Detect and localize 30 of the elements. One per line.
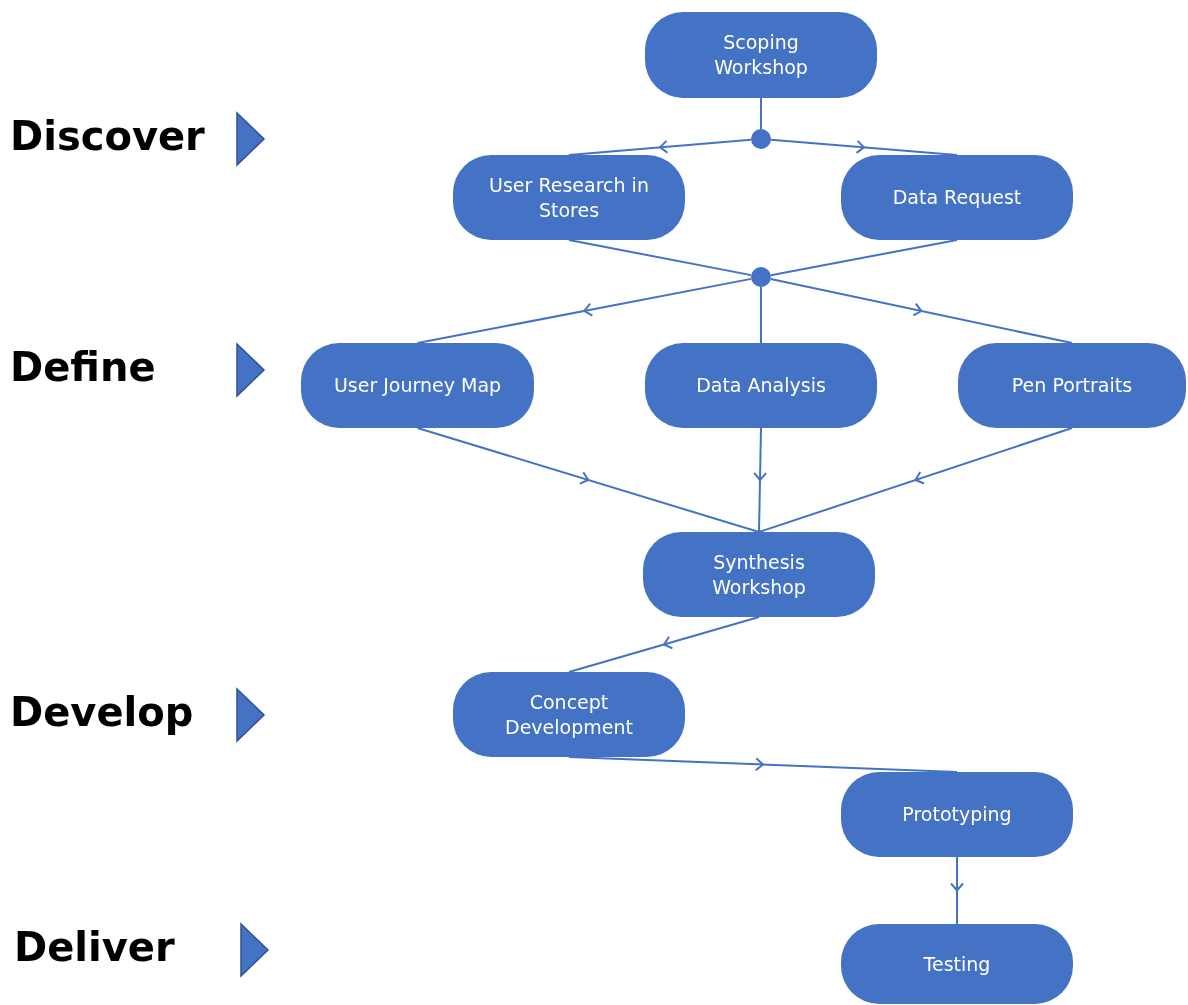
arrow (568, 138, 753, 156)
junction-dot (751, 129, 771, 149)
process-box: Data Analysis (645, 343, 877, 428)
process-box: Synthesis Workshop (643, 532, 875, 617)
process-box: Pen Portraits (958, 343, 1186, 428)
process-box: User Journey Map (301, 343, 534, 428)
phase-label: Deliver (14, 924, 175, 970)
arrow (568, 756, 958, 773)
connector-line (769, 239, 958, 277)
arrow (758, 427, 1073, 533)
process-box: Data Request (841, 155, 1073, 240)
arrow (769, 278, 1073, 344)
phase-label: Develop (10, 689, 194, 735)
process-box: Scoping Workshop (645, 12, 877, 98)
arrow (568, 616, 760, 673)
phase-label: Discover (10, 113, 205, 159)
junction-dot (751, 267, 771, 287)
connector-line (760, 97, 762, 130)
arrow (769, 138, 958, 156)
phase-label: Define (10, 344, 156, 390)
connector-line (760, 286, 762, 344)
arrow (416, 277, 753, 344)
process-box: User Research in Stores (453, 155, 685, 240)
process-box: Prototyping (841, 772, 1073, 857)
connector-line (568, 239, 753, 277)
arrow (416, 427, 760, 533)
process-box: Testing (841, 924, 1073, 1004)
arrow (950, 856, 964, 925)
process-box: Concept Development (453, 672, 685, 757)
arrow (753, 427, 768, 533)
